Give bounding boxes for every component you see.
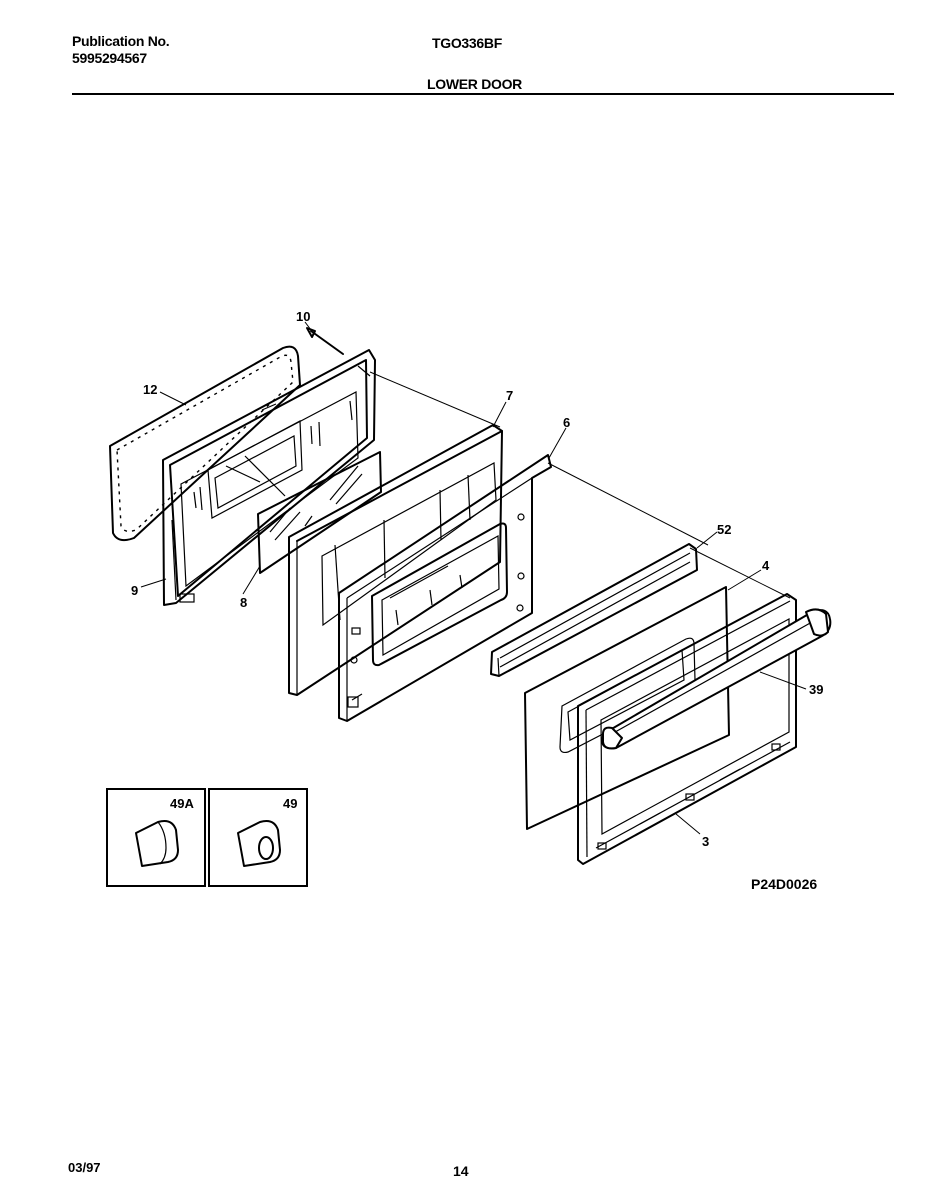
page-number: 14 <box>453 1163 469 1179</box>
part-3-outer-frame <box>577 593 797 865</box>
callout-49a: 49A <box>170 796 194 811</box>
callout-39: 39 <box>809 682 823 697</box>
leader-lines <box>140 391 807 835</box>
callout-9: 9 <box>131 583 138 598</box>
knob-49a-inset <box>106 788 206 887</box>
header-rule <box>72 93 894 95</box>
callout-6: 6 <box>563 415 570 430</box>
figure-code: P24D0026 <box>751 876 818 892</box>
knob-49-inset <box>208 788 308 887</box>
part-52-trim-strip <box>490 543 698 677</box>
callout-7: 7 <box>506 388 513 403</box>
callout-8: 8 <box>240 595 247 610</box>
callout-3: 3 <box>702 834 709 849</box>
part-39-door-handle <box>601 608 832 750</box>
model-number: TGO336BF <box>432 35 502 51</box>
section-title: LOWER DOOR <box>427 76 522 92</box>
callout-49: 49 <box>283 796 297 811</box>
part-10-screw <box>304 321 344 355</box>
publication-label: Publication No. <box>72 33 170 49</box>
publication-number: 5995294567 <box>72 50 147 66</box>
part-6-door-baffle <box>338 454 552 722</box>
callout-10: 10 <box>296 309 310 324</box>
alignment-lines <box>369 371 791 599</box>
part-7-insulation <box>288 424 503 696</box>
callout-12: 12 <box>143 382 157 397</box>
part-9-inner-door <box>162 349 376 606</box>
part-8-glass-panel <box>257 451 382 574</box>
callout-4: 4 <box>762 558 770 573</box>
callout-labels: 10 12 7 6 9 8 52 4 39 3 49A 49 <box>131 309 823 849</box>
callout-52: 52 <box>717 522 731 537</box>
part-12-door-gasket <box>109 345 301 542</box>
revision-date: 03/97 <box>68 1160 101 1175</box>
